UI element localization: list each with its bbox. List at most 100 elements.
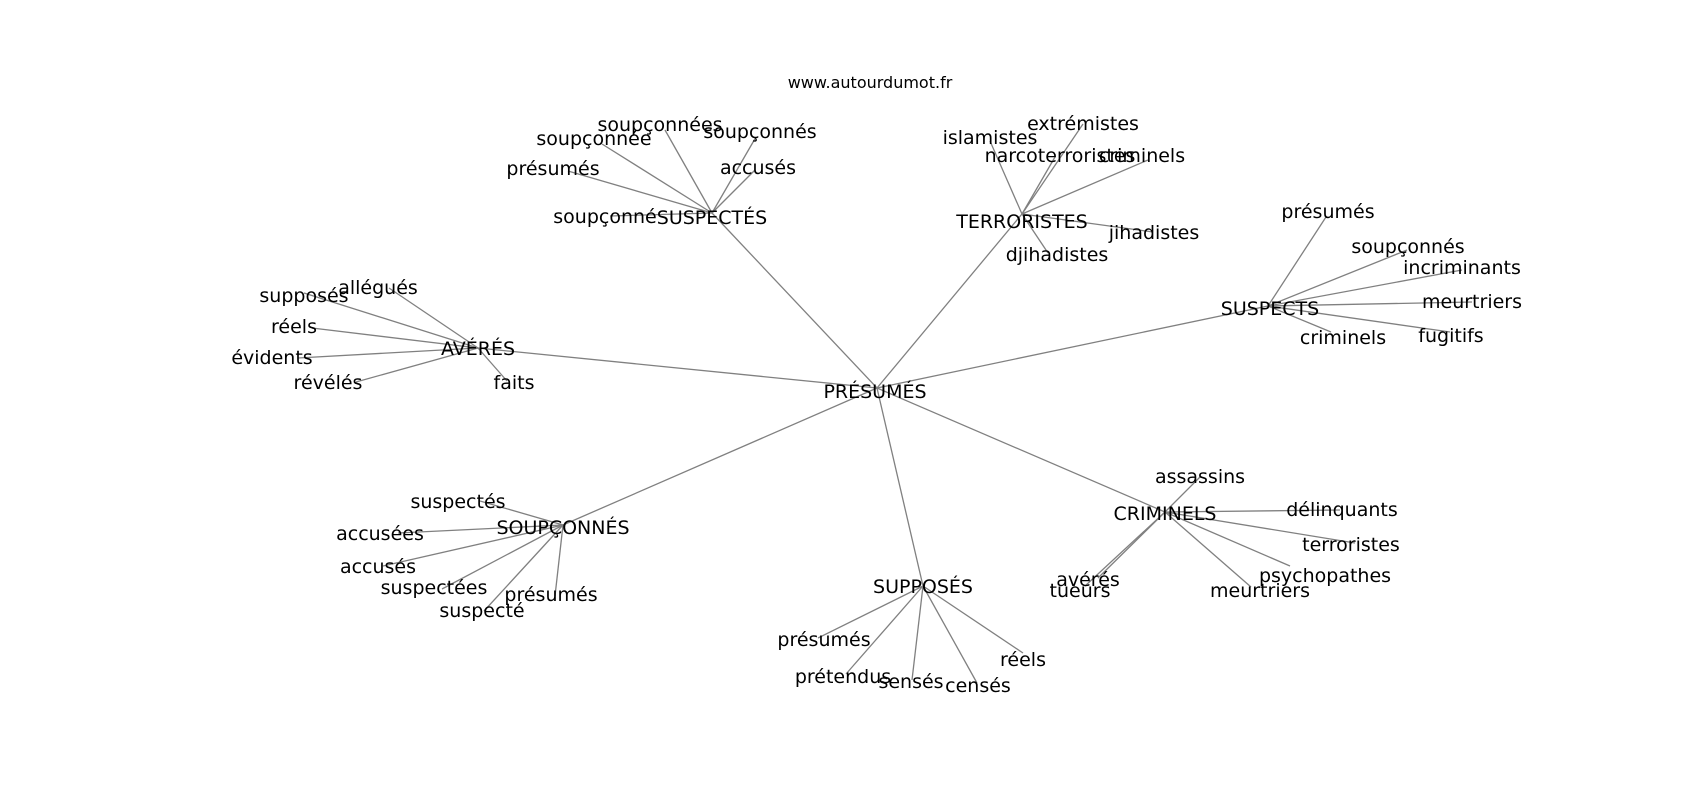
edge-supposes-leaf xyxy=(922,585,978,684)
graph-edges xyxy=(297,123,1473,684)
edge-terroristes-leaf xyxy=(1021,213,1049,254)
hub-node-suspects: SUSPECTS xyxy=(1221,298,1319,320)
edge-center-suspectes xyxy=(711,212,878,389)
edge-suspectes-leaf xyxy=(664,129,713,214)
leaf-node-label: tueurs xyxy=(1050,580,1111,602)
edge-suspects-leaf xyxy=(1267,269,1463,307)
edge-center-criminels xyxy=(876,387,1166,513)
leaf-node-label: criminels xyxy=(1099,145,1185,167)
leaf-node-label: suspectées xyxy=(381,577,488,599)
leaf-node-label: supposés xyxy=(259,285,348,307)
edge-terroristes-leaf xyxy=(1021,159,1149,215)
leaf-node-label: réels xyxy=(1000,649,1046,671)
edge-averes-leaf xyxy=(388,287,479,349)
edge-averes-leaf xyxy=(311,327,479,349)
leaf-node-label: avérés xyxy=(1056,569,1120,591)
leaf-node-label: censés xyxy=(945,675,1011,697)
site-credit: www.autourdumot.fr xyxy=(788,73,953,92)
hub-node-soupconnes: SOUPÇONNÉS xyxy=(496,516,629,539)
leaf-node-label: islamistes xyxy=(943,127,1038,149)
leaf-node-label: accusées xyxy=(336,523,424,545)
leaf-node-label: extrémistes xyxy=(1027,113,1139,135)
edge-terroristes-leaf xyxy=(1021,123,1084,215)
edge-suspects-leaf xyxy=(1267,216,1327,307)
edge-center-supposes xyxy=(876,387,924,587)
leaf-node-label: terroristes xyxy=(1302,534,1400,556)
edge-suspectes-leaf xyxy=(601,143,713,214)
leaf-node-label: jihadistes xyxy=(1108,222,1200,244)
edge-suspects-leaf xyxy=(1267,301,1473,307)
leaf-node-label: soupçonnés xyxy=(1351,236,1464,258)
hub-node-criminels: CRIMINELS xyxy=(1114,503,1217,525)
leaf-node-label: soupçonnés xyxy=(703,121,816,143)
leaf-node-label: psychopathes xyxy=(1259,565,1391,587)
edge-soupconnes-leaf xyxy=(441,524,564,590)
leaf-node-label: révélés xyxy=(294,372,363,394)
leaf-node-label: assassins xyxy=(1155,466,1245,488)
edge-suspectes-leaf xyxy=(711,136,757,214)
leaf-node-label: djihadistes xyxy=(1006,244,1109,266)
edge-criminels-leaf xyxy=(1084,511,1166,587)
leaf-node-label: évidents xyxy=(231,347,312,369)
leaf-node-label: suspecté xyxy=(439,600,524,622)
edge-suspects-leaf xyxy=(1267,305,1332,333)
edge-suspectes-leaf xyxy=(609,212,713,217)
leaf-node-label: présumés xyxy=(1281,201,1374,223)
edge-center-suspects xyxy=(876,305,1269,389)
leaf-node-label: meurtriers xyxy=(1210,580,1310,602)
edge-criminels-leaf xyxy=(1164,511,1252,588)
leaf-node-label: soupçonnées xyxy=(597,114,722,136)
hub-node-supposes: SUPPOSÉS xyxy=(873,575,973,598)
edge-suspects-leaf xyxy=(1267,249,1408,307)
edge-supposes-leaf xyxy=(845,585,924,675)
edge-terroristes-leaf xyxy=(1021,213,1154,233)
edge-averes-leaf xyxy=(303,292,479,349)
edge-center-terroristes xyxy=(876,213,1023,389)
center-node-label: PRÉSUMÉS xyxy=(823,380,926,403)
leaf-node-label: présumés xyxy=(504,584,597,606)
edge-soupconnes-leaf xyxy=(554,524,564,597)
leaf-node-label: prétendus xyxy=(795,666,891,688)
hub-node-terroristes: TERRORISTES xyxy=(955,211,1088,233)
edge-criminels-leaf xyxy=(1164,509,1341,513)
edge-criminels-leaf xyxy=(1164,511,1356,544)
edge-averes-leaf xyxy=(297,347,479,359)
leaf-node-label: soupçonné xyxy=(553,206,656,228)
leaf-node-label: faits xyxy=(494,372,535,394)
edge-averes-leaf xyxy=(355,347,479,383)
leaf-node-label: fugitifs xyxy=(1418,325,1483,347)
edge-criminels-leaf xyxy=(1164,476,1201,513)
edge-averes-leaf xyxy=(477,347,508,382)
edge-suspectes-leaf xyxy=(711,169,756,214)
hub-node-suspectes: SUSPECTÉS xyxy=(657,206,767,229)
hub-node-averes: AVÉRÉS xyxy=(441,337,515,360)
edge-terroristes-leaf xyxy=(1021,156,1056,215)
edge-center-averes xyxy=(477,347,878,389)
edge-supposes-leaf xyxy=(911,585,924,681)
leaf-node-label: soupçonnée xyxy=(536,128,651,150)
edge-suspectes-leaf xyxy=(567,170,713,214)
leaf-node-label: meurtriers xyxy=(1422,291,1522,313)
leaf-node-label: suspectés xyxy=(410,491,505,513)
edge-supposes-leaf xyxy=(922,585,1024,654)
leaf-node-label: délinquants xyxy=(1286,499,1398,521)
edge-criminels-leaf xyxy=(1164,511,1291,567)
leaf-node-label: présumés xyxy=(506,158,599,180)
edge-soupconnes-leaf xyxy=(382,524,564,567)
edge-supposes-leaf xyxy=(817,585,924,639)
leaf-node-label: sensés xyxy=(878,671,943,693)
edge-suspects-leaf xyxy=(1267,305,1451,333)
edge-soupconnes-leaf xyxy=(479,500,564,526)
edge-terroristes-leaf xyxy=(989,140,1023,215)
leaf-node-label: criminels xyxy=(1300,327,1386,349)
leaf-node-label: allégués xyxy=(338,277,418,299)
leaf-node-label: réels xyxy=(271,316,317,338)
leaf-node-label: narcoterroristes xyxy=(985,145,1136,167)
leaf-node-label: accusés xyxy=(340,556,416,578)
leaf-node-label: accusés xyxy=(720,157,796,179)
edge-center-soupconnes xyxy=(562,387,878,526)
edge-soupconnes-leaf xyxy=(483,524,564,612)
edge-soupconnes-leaf xyxy=(397,524,564,534)
